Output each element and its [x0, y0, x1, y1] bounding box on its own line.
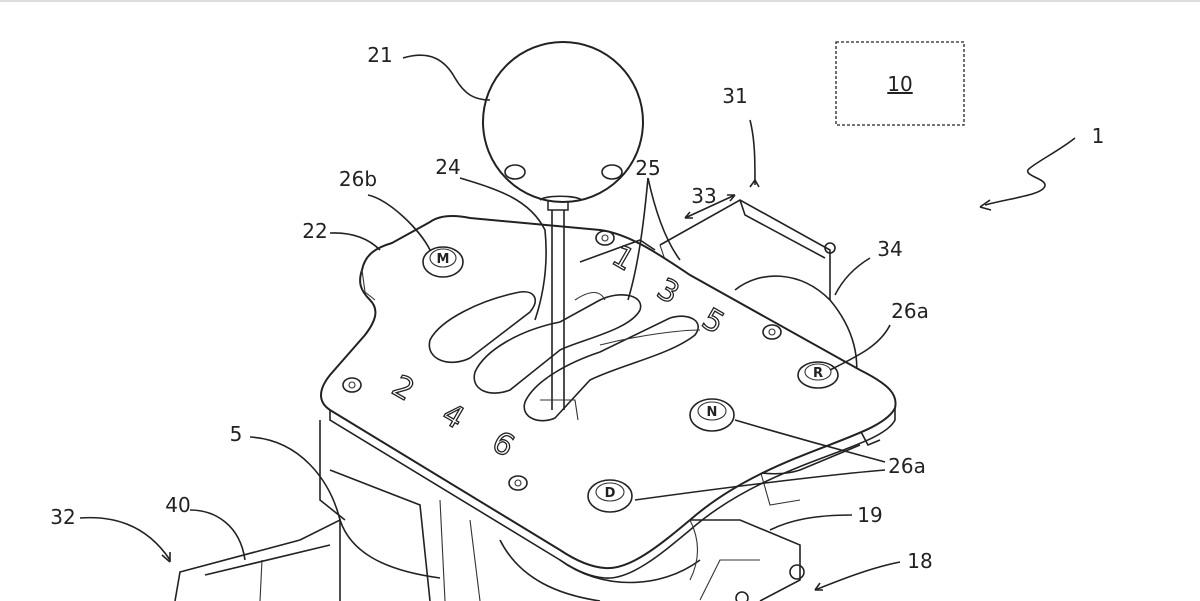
label-1: 1: [1092, 124, 1105, 148]
label-22: 22: [302, 219, 327, 243]
label-26a-top: 26a: [891, 299, 929, 323]
screw-icon: [342, 377, 362, 393]
label-40: 40: [165, 493, 190, 517]
reference-labels: 21 1 31 33 24 25 26b 22 34 26a 26a 5 32 …: [50, 43, 1104, 573]
label-24: 24: [435, 155, 460, 179]
mode-button-m: M: [422, 246, 464, 278]
button-r-letter: R: [813, 366, 823, 381]
mode-button-n: N: [689, 398, 735, 432]
label-19: 19: [857, 503, 882, 527]
button-n-letter: N: [707, 405, 718, 420]
gear-lever: [482, 41, 644, 421]
mode-button-d: D: [587, 479, 633, 513]
label-25: 25: [635, 156, 660, 180]
button-d-letter: D: [605, 486, 616, 501]
leader-lines: [79, 54, 1076, 591]
lower-mechanism: [174, 420, 881, 601]
screw-icon: [595, 230, 615, 246]
label-18: 18: [907, 549, 932, 573]
screw-icon: [762, 324, 782, 340]
gate-slot-2: [473, 294, 642, 394]
shift-knob: [482, 41, 644, 203]
mode-button-r: R: [797, 361, 839, 389]
label-32: 32: [50, 505, 75, 529]
gate-slot-1: [428, 290, 536, 364]
control-unit-box: 10: [835, 41, 965, 126]
label-34: 34: [877, 237, 902, 261]
label-33: 33: [691, 184, 716, 208]
button-m-letter: M: [437, 252, 450, 267]
label-26a-bottom: 26a: [888, 454, 926, 478]
label-21: 21: [367, 43, 392, 67]
control-unit-label: 10: [887, 72, 912, 96]
label-5: 5: [230, 422, 243, 446]
screw-icon: [508, 475, 528, 491]
housing-34: [659, 199, 858, 386]
label-26b: 26b: [339, 167, 377, 191]
label-31: 31: [722, 84, 747, 108]
selector-panel: 1 3 5 2 4 6 M R N D: [320, 215, 897, 581]
gate-slot-3: [523, 315, 699, 422]
